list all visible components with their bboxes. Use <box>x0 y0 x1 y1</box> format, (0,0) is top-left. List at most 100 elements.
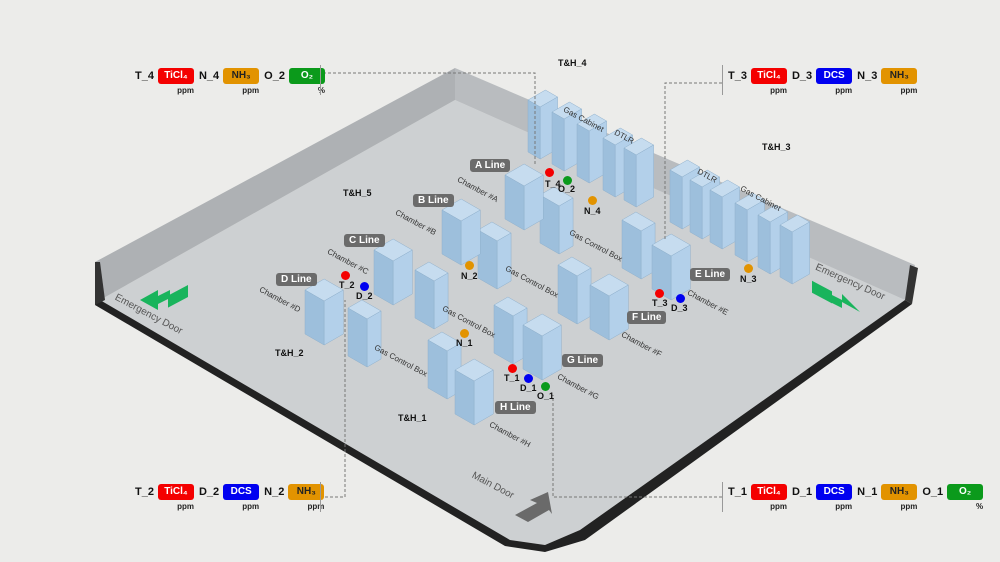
unit-label: ppm <box>900 502 918 511</box>
legend-item[interactable]: D_2 DCS ppm <box>198 484 260 511</box>
gas-control-box[interactable] <box>621 211 656 280</box>
sensor-id: N_3 <box>857 70 878 82</box>
chamber[interactable] <box>522 313 562 381</box>
gas-control-box[interactable] <box>427 331 462 400</box>
gas-chip: DCS <box>816 484 853 500</box>
gas-cabinet[interactable] <box>551 101 583 172</box>
th-sensor-label[interactable]: T&H_5 <box>343 188 372 198</box>
legend-item[interactable]: N_2 NH₃ ppm <box>264 484 325 511</box>
chamber[interactable] <box>504 163 544 231</box>
leader-line <box>318 72 536 165</box>
gas-cabinet[interactable] <box>623 137 655 208</box>
line-tag-f[interactable]: F Line <box>627 311 667 324</box>
line-tag-d[interactable]: D Line <box>276 273 317 286</box>
sensor-dot-o_1[interactable] <box>541 382 550 391</box>
sensor-id: T_1 <box>728 486 747 498</box>
sensor-id: N_2 <box>264 486 285 498</box>
gas-cabinet[interactable] <box>779 214 811 285</box>
legend-item[interactable]: T_1 TiCl₄ ppm <box>728 484 787 511</box>
divider <box>320 65 321 95</box>
th-sensor-label[interactable]: T&H_2 <box>275 348 304 358</box>
sensor-dot-t_3[interactable] <box>655 289 664 298</box>
unit-label: ppm <box>177 502 194 511</box>
sensor-dot-n_2[interactable] <box>465 261 474 270</box>
sensor-dot-t_4[interactable] <box>545 168 554 177</box>
line-tag-c[interactable]: C Line <box>344 234 385 247</box>
leader-line <box>664 82 722 240</box>
sensor-label: D_3 <box>671 303 688 313</box>
legend-item[interactable]: O_1 O₂ % <box>922 484 984 511</box>
sensor-dot-n_1[interactable] <box>460 329 469 338</box>
main-door-arrow <box>515 492 552 522</box>
divider <box>722 482 723 512</box>
gas-control-box[interactable] <box>539 186 574 255</box>
sensor-dot-o_2[interactable] <box>563 176 572 185</box>
gas-control-box[interactable] <box>493 296 528 365</box>
gas-control-box[interactable] <box>477 221 512 290</box>
th-sensor-label[interactable]: T&H_3 <box>762 142 791 152</box>
legend-item[interactable]: N_4 NH₃ ppm <box>198 68 260 95</box>
gas-chip: DCS <box>816 68 853 84</box>
chamber[interactable] <box>441 198 481 266</box>
sensor-id: D_2 <box>198 486 220 498</box>
th-sensor-label[interactable]: T&H_1 <box>398 413 427 423</box>
gas-cabinet[interactable] <box>576 113 608 184</box>
gas-control-box[interactable] <box>347 299 382 368</box>
sensor-dot-d_1[interactable] <box>524 374 533 383</box>
gas-chip: NH₃ <box>223 68 260 84</box>
legend-item[interactable]: D_3 DCS ppm <box>791 68 853 95</box>
sensor-dot-d_3[interactable] <box>676 294 685 303</box>
left-back-wall <box>95 68 455 300</box>
sensor-id: N_4 <box>198 70 220 82</box>
legend-item[interactable]: T_3 TiCl₄ ppm <box>728 68 787 95</box>
unit-label: ppm <box>307 502 325 511</box>
emergency-exit-sign-left <box>140 285 188 310</box>
legend-item[interactable]: N_1 NH₃ ppm <box>857 484 918 511</box>
gas-chip: TiCl₄ <box>157 484 194 500</box>
th-sensor-label[interactable]: T&H_4 <box>558 58 587 68</box>
chamber[interactable] <box>589 273 629 341</box>
legend-item[interactable]: N_3 NH₃ ppm <box>857 68 918 95</box>
chamber[interactable] <box>651 233 691 301</box>
sensor-dot-n_3[interactable] <box>744 264 753 273</box>
line-tag-e[interactable]: E Line <box>690 268 731 281</box>
gas-chip: TiCl₄ <box>750 484 787 500</box>
chamber[interactable] <box>373 238 413 306</box>
emergency-exit-sign-right <box>812 280 860 312</box>
unit-label: ppm <box>835 86 853 95</box>
sensor-dot-d_2[interactable] <box>360 282 369 291</box>
gas-control-box[interactable] <box>557 256 592 325</box>
chamber[interactable] <box>304 278 344 346</box>
sensor-id: D_3 <box>791 70 813 82</box>
gas-chip: DCS <box>223 484 260 500</box>
sensor-dot-t_2[interactable] <box>341 271 350 280</box>
line-tag-g[interactable]: G Line <box>562 354 604 367</box>
line-tag-a[interactable]: A Line <box>470 159 511 172</box>
legend-item[interactable]: T_4 TiCl₄ ppm <box>135 68 194 95</box>
sensor-label: O_1 <box>537 391 555 401</box>
gas-control-box[interactable] <box>414 261 449 330</box>
chamber[interactable] <box>454 358 494 426</box>
legend-item[interactable]: D_1 DCS ppm <box>792 484 853 511</box>
unit-label: ppm <box>242 86 260 95</box>
sensor-label: T_1 <box>504 373 520 383</box>
line-tag-h[interactable]: H Line <box>495 401 536 414</box>
legend-item[interactable]: O_2 O₂ % <box>264 68 325 95</box>
right-wall-end <box>905 265 918 304</box>
sensor-label: T_2 <box>339 280 355 290</box>
sensor-dot-t_1[interactable] <box>508 364 517 373</box>
leader-line <box>552 395 722 498</box>
divider <box>722 65 723 95</box>
sensor-dot-n_4[interactable] <box>588 196 597 205</box>
unit-label: ppm <box>835 502 853 511</box>
line-tag-b[interactable]: B Line <box>413 194 454 207</box>
legend-item[interactable]: T_2 TiCl₄ ppm <box>135 484 194 511</box>
gas-chip: NH₃ <box>881 68 918 84</box>
gas-chip: NH₃ <box>288 484 325 500</box>
sensor-id: T_4 <box>135 70 154 82</box>
